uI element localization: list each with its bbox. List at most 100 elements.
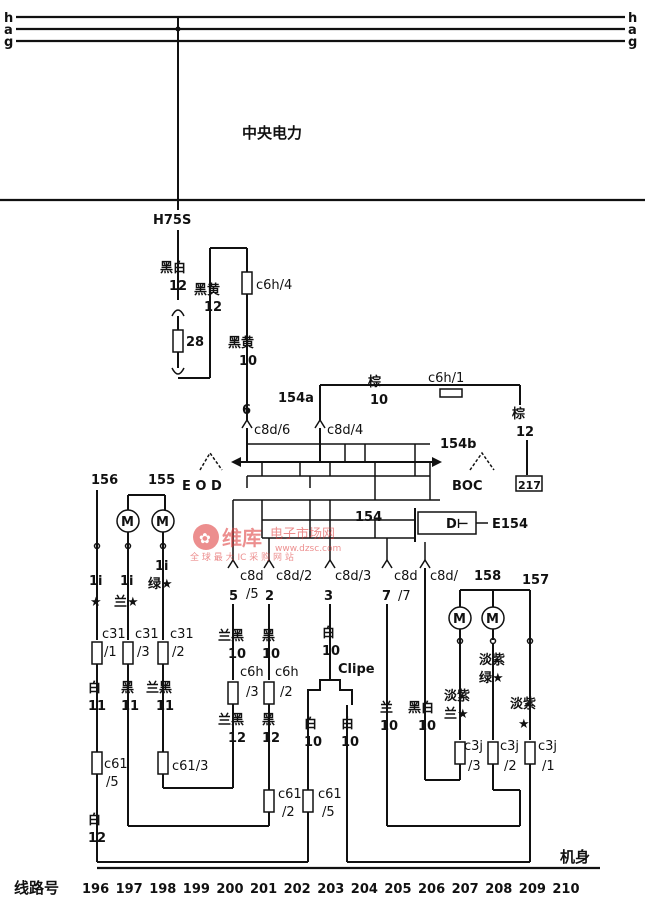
line-number-209: 209 [519, 882, 546, 897]
wire-hy12-color: 黑黄 [194, 282, 220, 298]
wire-198b-size: 11 [156, 699, 174, 714]
connector-c31-2-pin: /2 [172, 645, 185, 660]
connector-c6h3-label: c6h [240, 665, 264, 680]
connector-c61-5b [302, 789, 314, 813]
connector-c3j2-label: c3j [500, 739, 519, 754]
wire-206b-mark: 兰★ [444, 706, 469, 722]
node-157-label: 157 [522, 573, 549, 588]
node-158-label: 158 [474, 569, 501, 584]
wire-197b-color: 黑 [121, 681, 134, 696]
wire-196b-size: 11 [88, 699, 106, 714]
wire-205-size: 10 [380, 719, 398, 734]
watermark-brand: 维库 [222, 526, 262, 550]
wire-205-color: 兰 [380, 700, 393, 716]
connector-c3j1-pin: /1 [542, 759, 555, 774]
connector-c8d4-label: c8d/4 [327, 423, 363, 438]
connector-c8d5-pin: /5 [246, 587, 259, 602]
connector-c61-5b-label: c61 [318, 787, 342, 802]
connector-c6h1 [439, 388, 463, 398]
connector-c31-2 [157, 641, 169, 665]
wire-202b-color: 白 [304, 716, 317, 732]
connector-c6h3 [227, 681, 239, 705]
bus-label-g-left: g [4, 35, 13, 50]
power-bus: h a g h a g [4, 11, 637, 50]
fuse-28 [172, 329, 184, 353]
bus-label-a-right: a [628, 23, 637, 38]
connector-c8d5-label: c8d [240, 569, 264, 584]
switch-block: 154 [231, 443, 442, 560]
wire-201b-size: 12 [262, 731, 280, 746]
wire-hb12-size: 12 [169, 279, 187, 294]
connector-c31-3 [122, 641, 134, 665]
line-number-200: 200 [216, 882, 243, 897]
motor-158-label: M [453, 612, 466, 627]
connector-c8d7-pin: /7 [398, 589, 411, 604]
wire-198b-color: 兰黑 [146, 680, 172, 696]
terminal-217-label: 217 [518, 479, 541, 492]
motor-157-label: M [486, 612, 499, 627]
connector-c6h4-label: c6h/4 [256, 278, 292, 293]
watermark-subtitle: 全 球 最 大 IC 采 购 网 站 [190, 551, 294, 563]
watermark-logo-icon: ✿ [199, 531, 211, 547]
label-eod: E O D [182, 479, 222, 494]
wire-200a-size: 10 [228, 647, 246, 662]
wire-brown12-color: 棕 [511, 406, 525, 422]
wire-206b-color: 淡紫 [444, 688, 470, 704]
connector-c8d3-label: c8d/3 [335, 569, 371, 584]
connector-c61-3-label: c61/3 [172, 759, 208, 774]
central-power-label: 中央电力 [242, 124, 302, 142]
bus-label-h-left: h [4, 11, 13, 26]
fuse-28-loop: 28 [171, 230, 211, 379]
node-155-label: 155 [148, 473, 175, 488]
wire-200b-color: 兰黑 [218, 712, 244, 728]
connector-c61-5a [91, 751, 103, 775]
line-number-title: 线路号 [14, 879, 59, 897]
wire-202b-size: 10 [304, 735, 322, 750]
wire-197a-mark: 兰★ [114, 594, 139, 610]
wire-hb12-color: 黑白 [160, 260, 186, 276]
line-number-210: 210 [552, 882, 579, 897]
wire-201b-color: 黑 [262, 713, 275, 728]
wire-201a-color: 黑 [262, 629, 275, 644]
connector-c3j1-label: c3j [538, 739, 557, 754]
connector-c61-2-pin: /2 [282, 805, 295, 820]
line-number-208: 208 [485, 882, 512, 897]
connector-c8d2-label: c8d/2 [276, 569, 312, 584]
clipe-label: Clipe [338, 662, 375, 677]
wire-196c-size: 12 [88, 831, 106, 846]
wire-hy10-color: 黑黄 [228, 335, 254, 351]
wire-207-mark: 绿★ [479, 670, 504, 686]
wire-200b-size: 12 [228, 731, 246, 746]
wire-207-color: 淡紫 [479, 652, 505, 668]
wire-hy10-size: 10 [239, 354, 257, 369]
connector-c6h1-label: c6h/1 [428, 371, 464, 386]
connector-c61-5a-pin: /5 [106, 775, 119, 790]
watermark-url: www.dzsc.com [275, 544, 341, 554]
connector-c61-5b-pin: /5 [322, 805, 335, 820]
line-number-202: 202 [284, 882, 311, 897]
wire-196a-mark: ★ [90, 595, 102, 610]
watermark-title: 电子市场网 [270, 526, 335, 542]
pin-5-label: 5 [229, 589, 238, 604]
label-boc: BOC [452, 479, 483, 494]
wire-197b-size: 11 [121, 699, 139, 714]
bus-label-h-right: h [628, 11, 637, 26]
terminal-217 [515, 475, 543, 492]
connector-c31-2-label: c31 [170, 627, 194, 642]
line-number-206: 206 [418, 882, 445, 897]
connector-c3j3-pin: /3 [468, 759, 481, 774]
connector-c61-3 [157, 751, 169, 775]
wire-203b-color: 白 [341, 716, 354, 732]
pin-3-label: 3 [324, 589, 333, 604]
line-number-197: 197 [116, 882, 143, 897]
node-156-label: 156 [91, 473, 118, 488]
line-number-205: 205 [384, 882, 411, 897]
connector-c6h2 [263, 681, 275, 705]
pin-2-label: 2 [265, 589, 274, 604]
line-number-199: 199 [183, 882, 210, 897]
line-number-201: 201 [250, 882, 277, 897]
connector-c31-1-pin: /1 [104, 645, 117, 660]
motor-156-label: M [121, 515, 134, 530]
